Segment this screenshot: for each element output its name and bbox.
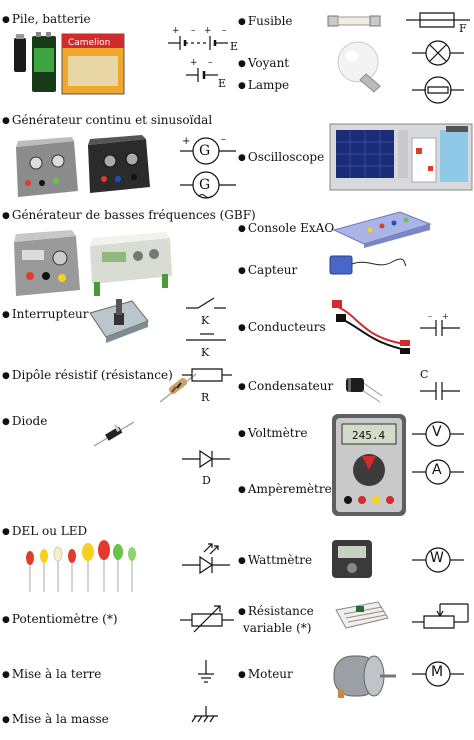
plus-sign: + <box>190 58 198 68</box>
label-resistance-variable: ●Résistance <box>238 604 314 618</box>
label-gbf: ●Générateur de basses fréquences (GBF) <box>2 208 256 222</box>
label-capteur: ●Capteur <box>238 263 298 277</box>
symbol-letter-V: V <box>432 424 442 440</box>
motor-symbol <box>412 660 464 688</box>
symbol-letter-W: W <box>430 550 444 566</box>
label-del: ●DEL ou LED <box>2 524 88 538</box>
generator-photo <box>16 135 150 197</box>
variable-resistor-symbol <box>412 602 470 632</box>
diode-symbol <box>182 448 230 470</box>
minus-sign: – <box>208 58 213 68</box>
label-moteur: ●Moteur <box>238 667 293 681</box>
plus-sign: + <box>204 26 212 36</box>
battery-symbol-1 <box>168 33 234 53</box>
symbol-letter-K1: K <box>201 314 210 327</box>
label-voyant: ●Voyant <box>238 56 290 70</box>
symbol-letter-F: F <box>459 22 467 35</box>
ground-symbol <box>196 660 216 688</box>
minus-sign: – <box>191 26 196 36</box>
led-symbol <box>182 540 230 576</box>
console-exao-photo <box>332 211 432 248</box>
label-oscilloscope: ●Oscilloscope <box>238 150 325 164</box>
led-photo <box>26 540 136 592</box>
moteur-photo <box>333 655 396 698</box>
capteur-photo <box>329 255 407 275</box>
plus-sign: + <box>172 26 180 36</box>
plus-sign: + <box>182 136 191 147</box>
battery-photo: Camelion <box>14 32 125 95</box>
label-resistance-variable-2: variable (*) <box>243 621 312 635</box>
battery-symbol-2 <box>186 65 222 85</box>
wattmeter-symbol <box>412 546 464 574</box>
multimeter-photo: 245.4 <box>332 414 406 516</box>
capacitor-symbol-c <box>420 380 460 402</box>
label-interrupteur: ●Interrupteur <box>2 307 89 321</box>
switch-symbols <box>186 296 226 346</box>
label-amperemetre: ●Ampèremètre <box>238 482 332 496</box>
label-dipole: ●Dipôle résistif (résistance) <box>2 368 173 382</box>
switch-photo <box>89 299 149 343</box>
resistor-photo <box>159 373 197 403</box>
symbol-letter-E2: E <box>218 77 227 90</box>
label-lampe: ●Lampe <box>238 78 290 92</box>
fuse-photo <box>327 15 381 27</box>
bulb-photo <box>337 41 381 93</box>
voyant-symbol <box>412 40 464 66</box>
symbol-letter-K2: K <box>201 346 210 359</box>
cameleon-brand-text: Camelion <box>68 38 110 48</box>
sine-wave-icon <box>198 193 214 199</box>
generator-symbols <box>180 135 236 201</box>
conducteurs-photo <box>332 300 410 354</box>
symbol-letter-C: C <box>420 368 429 381</box>
label-masse: ●Mise à la masse <box>2 712 109 726</box>
label-wattmetre: ●Wattmètre <box>238 553 313 567</box>
symbol-letter-G1: G <box>199 143 211 159</box>
plus-sign: + <box>442 312 449 321</box>
capacitor-photo <box>346 378 383 403</box>
symbol-letter-M: M <box>431 664 444 680</box>
potentiometer-symbol <box>180 604 234 634</box>
voltmeter-symbol <box>412 420 464 448</box>
voltmeter-display-text: 245.4 <box>352 429 385 442</box>
gbf-photo <box>14 230 172 296</box>
label-voltmetre: ●Voltmètre <box>238 426 308 440</box>
resistor-symbol <box>182 367 232 383</box>
minus-sign: – <box>221 134 226 145</box>
wattmetre-photo <box>332 540 372 578</box>
rheostat-photo <box>335 601 389 629</box>
label-fusible: ●Fusible <box>238 14 293 28</box>
minus-sign: – <box>222 26 227 36</box>
label-condensateur: ●Condensateur <box>238 379 334 393</box>
label-generateur: ●Générateur continu et sinusoïdal <box>2 113 213 127</box>
label-diode: ●Diode <box>2 414 48 428</box>
fuse-symbol <box>406 10 470 30</box>
symbol-letter-G2: G <box>199 177 211 193</box>
symbol-letter-E1: E <box>230 40 239 53</box>
oscilloscope-photo <box>329 123 473 191</box>
label-console: ●Console ExAO <box>238 221 335 235</box>
capacitor-symbol <box>420 318 460 338</box>
symbol-letter-R: R <box>201 391 210 404</box>
chassis-ground-symbol <box>192 706 220 728</box>
lamp-symbol <box>412 76 464 104</box>
label-pile: ●Pile, batterie <box>2 12 91 26</box>
label-terre: ●Mise à la terre <box>2 667 102 681</box>
label-potentiometre: ●Potentiomètre (*) <box>2 612 118 626</box>
minus-sign: – <box>428 312 432 321</box>
label-conducteurs: ●Conducteurs <box>238 320 326 334</box>
symbol-letter-D: D <box>202 474 211 487</box>
diode-photo <box>93 421 135 447</box>
symbol-letter-A: A <box>432 462 442 478</box>
ammeter-symbol <box>412 458 464 486</box>
